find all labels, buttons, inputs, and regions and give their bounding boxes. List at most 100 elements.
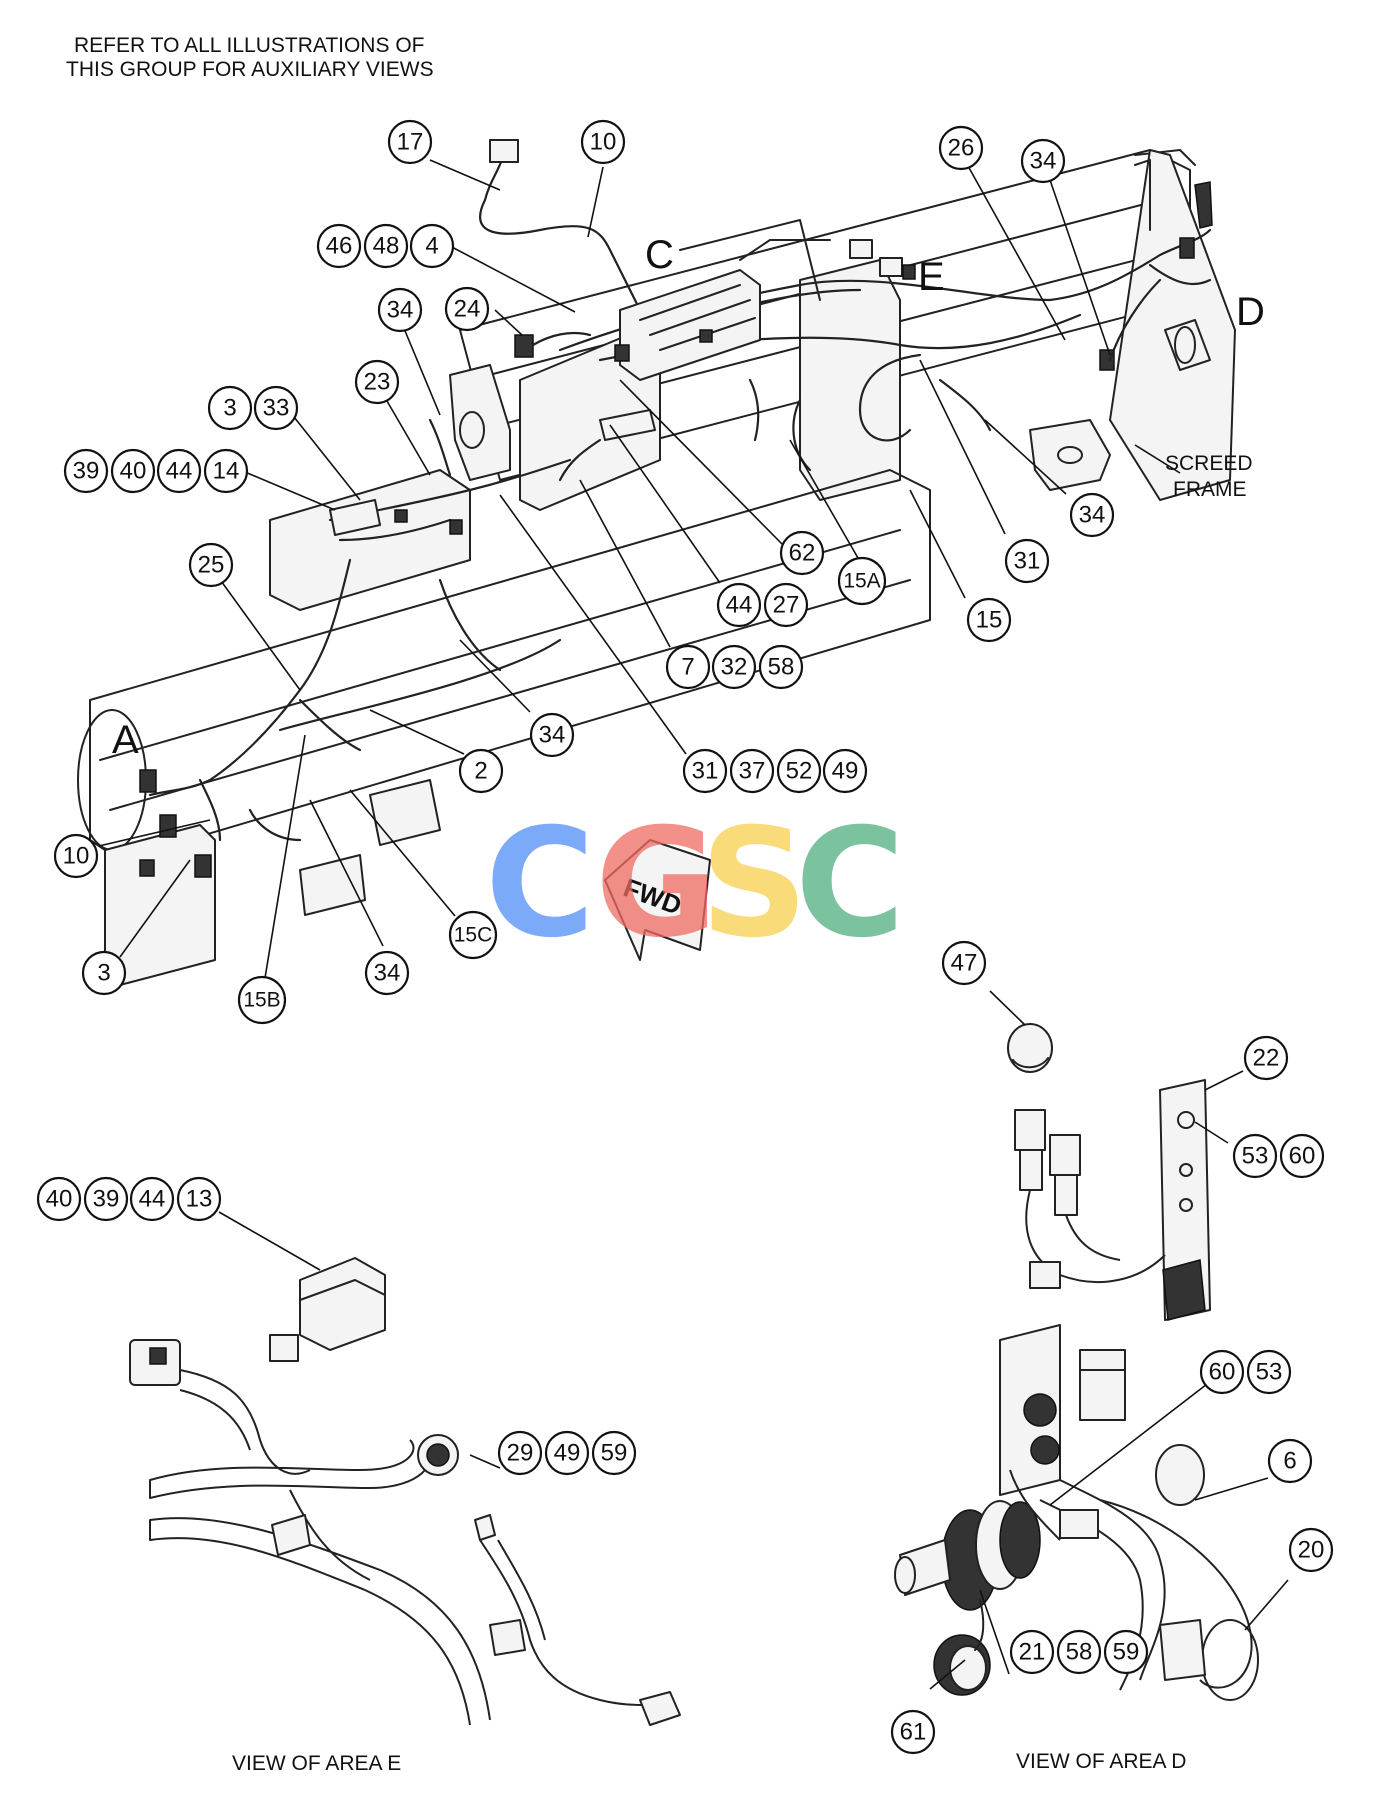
callout-39-lower: 39 xyxy=(83,1176,129,1222)
callout-58-lower: 58 xyxy=(1056,1629,1102,1675)
callout-60-lower-label: 60 xyxy=(1209,1359,1236,1386)
callout-34-right-upper-label: 34 xyxy=(1030,148,1057,175)
callout-22: 22 xyxy=(1243,1035,1289,1081)
callout-31-lower: 31 xyxy=(682,748,728,794)
callout-29-label: 29 xyxy=(507,1440,534,1467)
callout-17: 17 xyxy=(387,119,433,165)
callout-34-center-label: 34 xyxy=(539,722,566,749)
callout-47-label: 47 xyxy=(951,950,978,977)
callout-58-upper: 58 xyxy=(758,644,804,690)
callout-3-lower-label: 3 xyxy=(97,960,110,987)
callout-53-upper: 53 xyxy=(1232,1133,1278,1179)
note-line-1: REFER TO ALL ILLUSTRATIONS OF xyxy=(74,34,424,57)
callout-44-upper: 44 xyxy=(156,448,202,494)
callout-31-right: 31 xyxy=(1004,538,1050,584)
callout-32: 32 xyxy=(711,644,757,690)
callout-20-label: 20 xyxy=(1298,1537,1325,1564)
callout-46: 46 xyxy=(316,223,362,269)
callout-52: 52 xyxy=(776,748,822,794)
callout-37-label: 37 xyxy=(739,758,766,785)
callout-39-upper: 39 xyxy=(63,448,109,494)
callout-15-label: 15 xyxy=(976,607,1003,634)
callout-53-upper-label: 53 xyxy=(1242,1143,1269,1170)
callout-44-lower-label: 44 xyxy=(139,1186,166,1213)
callout-47: 47 xyxy=(941,940,987,986)
callout-10-lower: 10 xyxy=(53,833,99,879)
leader-lines xyxy=(98,159,1289,1690)
callout-40-upper: 40 xyxy=(110,448,156,494)
callout-49-upper: 49 xyxy=(822,748,868,794)
callout-17-label: 17 xyxy=(397,129,424,156)
callout-44-middle: 44 xyxy=(716,582,762,628)
callout-27: 27 xyxy=(763,582,809,628)
callout-3-upper: 3 xyxy=(207,385,253,431)
watermark-letter-4: C xyxy=(795,797,905,971)
callout-15c: 15C xyxy=(448,910,498,960)
callout-13: 13 xyxy=(176,1176,222,1222)
callout-34-center: 34 xyxy=(529,712,575,758)
callout-59-upper-label: 59 xyxy=(601,1440,628,1467)
callout-61: 61 xyxy=(890,1709,936,1755)
watermark-letter-1: C xyxy=(485,797,595,971)
screed-frame-label: SCREED FRAME xyxy=(1134,444,1253,501)
callout-34-screed-label: 34 xyxy=(1079,502,1106,529)
callout-44-upper-label: 44 xyxy=(166,458,193,485)
callout-44-lower: 44 xyxy=(129,1176,175,1222)
callout-34-left-upper-label: 34 xyxy=(387,297,414,324)
callout-34-lower: 34 xyxy=(364,950,410,996)
callout-48-label: 48 xyxy=(373,233,400,260)
callout-24-label: 24 xyxy=(454,296,481,323)
note-line-2: THIS GROUP FOR AUXILIARY VIEWS xyxy=(66,58,434,81)
callout-40-upper-label: 40 xyxy=(120,458,147,485)
callout-31-right-label: 31 xyxy=(1014,548,1041,575)
callout-34-lower-label: 34 xyxy=(374,960,401,987)
callout-14: 14 xyxy=(203,448,249,494)
callout-60-lower: 60 xyxy=(1199,1349,1245,1395)
callouts: 17 10 26 34 46 48 4 34 24 23 3 33 39 40 … xyxy=(36,119,1334,1755)
callout-53-lower: 53 xyxy=(1246,1349,1292,1395)
callout-15a-label: 15A xyxy=(843,570,880,593)
callout-62-label: 62 xyxy=(789,540,816,567)
callout-29: 29 xyxy=(497,1430,543,1476)
view-area-d-drawing xyxy=(894,1079,1259,1701)
callout-62: 62 xyxy=(779,530,825,576)
callout-32-label: 32 xyxy=(721,654,748,681)
cap-47 xyxy=(1007,1023,1053,1073)
callout-48: 48 xyxy=(363,223,409,269)
callout-10-lower-label: 10 xyxy=(63,843,90,870)
callout-26-label: 26 xyxy=(948,135,975,162)
watermark-letter-3: S xyxy=(700,797,808,971)
callout-40-lower: 40 xyxy=(36,1176,82,1222)
callout-3-lower: 3 xyxy=(81,950,127,996)
callout-52-label: 52 xyxy=(786,758,813,785)
callout-23: 23 xyxy=(354,359,400,405)
callout-34-left-upper: 34 xyxy=(377,287,423,333)
callout-4: 4 xyxy=(409,223,455,269)
callout-61-label: 61 xyxy=(900,1719,927,1746)
callout-44-middle-label: 44 xyxy=(726,592,753,619)
callout-24: 24 xyxy=(444,286,490,332)
callout-37: 37 xyxy=(729,748,775,794)
callout-15b: 15B xyxy=(237,975,287,1025)
callout-34-screed: 34 xyxy=(1069,492,1115,538)
watermark-logo: C G S C xyxy=(485,797,905,971)
callout-33: 33 xyxy=(253,385,299,431)
callout-21-label: 21 xyxy=(1019,1639,1046,1666)
callout-15: 15 xyxy=(966,597,1012,643)
callout-2-label: 2 xyxy=(474,758,487,785)
callout-25: 25 xyxy=(188,542,234,588)
callout-49-lower-label: 49 xyxy=(554,1440,581,1467)
callout-4-label: 4 xyxy=(425,233,438,260)
area-letter-c: C xyxy=(645,233,674,277)
callout-33-label: 33 xyxy=(263,395,290,422)
area-letter-e: E xyxy=(918,255,945,299)
callout-39-lower-label: 39 xyxy=(93,1186,120,1213)
callout-60-upper-label: 60 xyxy=(1289,1143,1316,1170)
callout-49-upper-label: 49 xyxy=(832,758,859,785)
callout-15c-label: 15C xyxy=(454,924,493,947)
callout-20: 20 xyxy=(1288,1527,1334,1573)
callout-6-label: 6 xyxy=(1283,1448,1296,1475)
screed-frame-label-line-1: SCREED xyxy=(1165,452,1253,475)
callout-10-upper: 10 xyxy=(580,119,626,165)
